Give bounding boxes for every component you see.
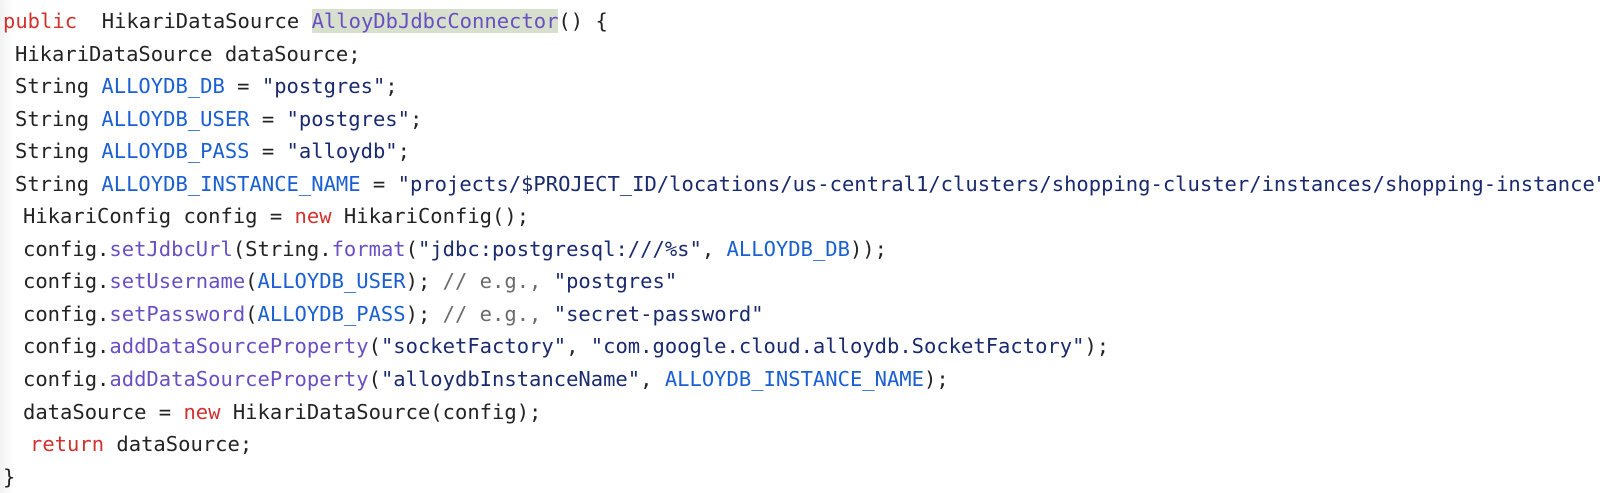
code-token-punct: ( (245, 301, 258, 326)
code-token-punct: ; (409, 106, 423, 131)
code-token-plain: = (249, 106, 287, 131)
code-token-plain: (String. (232, 236, 332, 261)
code-token-method: setPassword (109, 301, 246, 326)
code-token-ident: ALLOYDB_INSTANCE_NAME (101, 171, 361, 196)
code-token-method: addDataSourceProperty (109, 334, 369, 359)
code-token-ident: ALLOYDB_USER (101, 106, 250, 131)
code-token-string: "socketFactory" (380, 334, 567, 359)
code-token-method: addDataSourceProperty (109, 367, 369, 392)
code-token-plain: String (15, 106, 102, 131)
code-token-plain: = (224, 74, 262, 99)
code-token-punct: ); (405, 301, 443, 326)
code-token-highlight[interactable]: AlloyDbJdbcConnector (311, 9, 559, 33)
code-token-punct: ( (368, 334, 381, 359)
code-token-ident: ALLOYDB_DB (726, 236, 850, 261)
code-token-string: "postgres" (286, 106, 410, 131)
code-token-plain: = (249, 139, 287, 164)
code-line: HikariDataSource dataSource; (0, 38, 1600, 71)
code-token-ident: ALLOYDB_INSTANCE_NAME (664, 367, 924, 392)
code-token-method: setJdbcUrl (109, 236, 233, 261)
code-line: config.setJdbcUrl(String.format("jdbc:po… (0, 233, 1600, 266)
code-token-plain (77, 9, 102, 33)
code-token-punct: () { (558, 9, 608, 33)
code-token-plain: String (15, 74, 102, 99)
code-token-plain: config. (23, 301, 110, 326)
code-token-punct: } (3, 464, 16, 489)
code-line: } (0, 461, 1600, 493)
code-token-keyword: new (294, 204, 332, 229)
code-line: return dataSource; (0, 428, 1600, 461)
code-token-plain: , (566, 334, 591, 359)
code-token-string: "com.google.cloud.alloydb.SocketFactory" (590, 334, 1085, 359)
code-token-punct: ( (405, 236, 418, 261)
code-token-plain: dataSource = (23, 399, 184, 424)
code-token-plain: , (701, 236, 727, 261)
code-line: String ALLOYDB_PASS = "alloydb"; (0, 135, 1600, 168)
code-token-plain: config. (23, 269, 110, 294)
code-token-punct: ); (1084, 334, 1110, 359)
code-token-ident: ALLOYDB_USER (257, 269, 406, 294)
code-token-string: "projects/$PROJECT_ID/locations/us-centr… (397, 171, 1600, 196)
code-token-keyword: public (3, 9, 78, 33)
code-token-plain: config. (23, 334, 110, 359)
code-token-ident: ALLOYDB_PASS (101, 139, 250, 164)
code-token-string: "postgres" (553, 269, 678, 294)
code-token-string: "alloydbInstanceName" (380, 367, 641, 392)
code-token-comment: // e.g., (442, 269, 554, 294)
code-token-plain: config. (23, 367, 110, 392)
code-token-keyword: return (30, 432, 105, 457)
code-line: config.addDataSourceProperty("alloydbIns… (0, 363, 1600, 396)
code-token-punct: ( (368, 367, 381, 392)
code-line: config.setUsername(ALLOYDB_USER); // e.g… (0, 265, 1600, 298)
code-line: config.addDataSourceProperty("socketFact… (0, 330, 1600, 363)
code-token-method: format (331, 236, 406, 261)
code-token-plain: HikariDataSource (101, 9, 312, 33)
code-token-punct: )); (849, 236, 887, 261)
code-line: String ALLOYDB_USER = "postgres"; (0, 103, 1600, 136)
code-token-string: "secret-password" (553, 301, 764, 326)
code-line: String ALLOYDB_DB = "postgres"; (0, 70, 1600, 103)
code-token-plain: HikariConfig config = (23, 204, 295, 229)
code-line: public HikariDataSource AlloyDbJdbcConne… (0, 5, 1600, 38)
code-token-plain: String (15, 171, 102, 196)
code-token-punct: ; (397, 139, 410, 164)
code-token-punct: ( (245, 269, 258, 294)
code-token-punct: ); (405, 269, 443, 294)
code-token-keyword: new (183, 399, 221, 424)
code-token-plain: HikariConfig(); (331, 204, 530, 229)
code-token-plain: HikariDataSource dataSource; (15, 41, 361, 66)
code-token-plain: = (360, 171, 398, 196)
code-token-method: setUsername (109, 269, 246, 294)
code-token-plain: HikariDataSource(config); (220, 399, 542, 424)
code-token-plain: , (640, 367, 665, 392)
code-token-ident: ALLOYDB_DB (101, 74, 225, 99)
code-token-string: "jdbc:postgresql:///%s" (417, 236, 702, 261)
code-token-punct: ; (385, 74, 398, 99)
code-token-punct: ); (924, 367, 949, 392)
code-token-ident: ALLOYDB_PASS (257, 301, 406, 326)
code-token-comment: // e.g., (442, 301, 554, 326)
code-token-plain: String (15, 139, 102, 164)
code-line: config.setPassword(ALLOYDB_PASS); // e.g… (0, 298, 1600, 331)
code-line: HikariConfig config = new HikariConfig()… (0, 200, 1600, 233)
code-line: dataSource = new HikariDataSource(config… (0, 396, 1600, 429)
code-line: String ALLOYDB_INSTANCE_NAME = "projects… (0, 168, 1600, 201)
code-token-string: "postgres" (261, 74, 386, 99)
code-token-string: "alloydb" (286, 139, 398, 164)
code-token-plain: dataSource; (104, 432, 253, 457)
code-token-plain: config. (23, 236, 110, 261)
